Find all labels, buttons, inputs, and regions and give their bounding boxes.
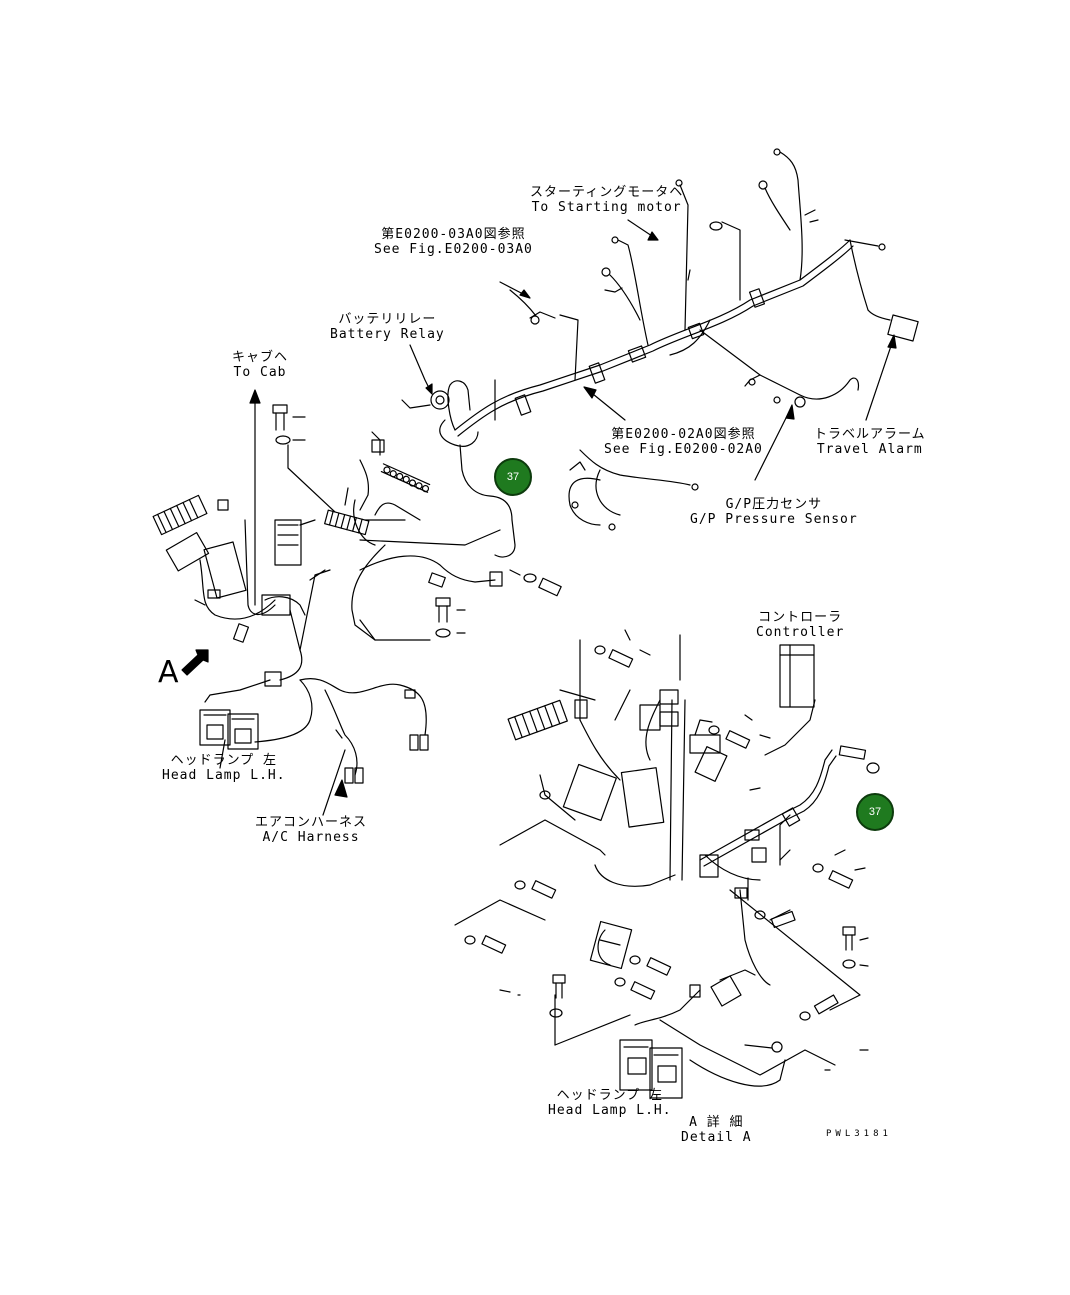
head-lamp-lh-label-upper-en: Head Lamp L.H. [162, 768, 286, 783]
ac-harness-label: エアコンハーネス A/C Harness [255, 815, 367, 845]
gp-pressure-sensor-label-en: G/P Pressure Sensor [690, 512, 858, 527]
travel-alarm-label: トラベルアラーム Travel Alarm [814, 427, 926, 457]
drawing-code: PWL3181 [826, 1129, 892, 1139]
detail-a-label-jp: A 詳 細 [689, 1115, 744, 1130]
ac-harness-label-en: A/C Harness [262, 830, 360, 845]
head-lamp-lh-label-detail-en: Head Lamp L.H. [548, 1103, 672, 1118]
starting-motor-label-jp: スターティングモータヘ [530, 185, 684, 200]
starting-motor-label-en: To Starting motor [531, 200, 682, 215]
starting-motor-label: スターティングモータヘ To Starting motor [530, 185, 683, 215]
to-cab-label-en: To Cab [233, 365, 287, 380]
fig-0300-reference-jp: 第E0200-03A0図参照 [381, 227, 526, 242]
detail-a-label-en: Detail A [681, 1130, 752, 1145]
ac-harness-label-jp: エアコンハーネス [255, 815, 368, 830]
fig-0200-reference: 第E0200-02A0図参照 See Fig.E0200-02A0 [604, 427, 763, 457]
detail-a-label: A 詳 細 Detail A [681, 1115, 752, 1145]
head-lamp-lh-label-detail: ヘッドランプ 左 Head Lamp L.H. [548, 1088, 672, 1118]
view-a-marker: A [158, 655, 179, 690]
battery-relay-label: バッテリリレー Battery Relay [330, 312, 445, 342]
controller-label: コントローラ Controller [756, 610, 844, 640]
head-lamp-lh-label-upper: ヘッドランプ 左 Head Lamp L.H. [162, 753, 286, 783]
main-harness-upper [401, 148, 919, 558]
to-cab-label: キャブヘ To Cab [232, 350, 288, 380]
fig-0300-reference-en: See Fig.E0200-03A0 [374, 242, 533, 257]
part-callout-37-upper[interactable]: 37 [494, 458, 532, 496]
fig-0200-reference-en: See Fig.E0200-02A0 [604, 442, 763, 457]
head-lamp-lh-label-upper-jp: ヘッドランプ 左 [170, 753, 277, 768]
travel-alarm-label-en: Travel Alarm [816, 442, 923, 457]
detail-a-assembly [454, 629, 880, 1099]
cab-harness-left [152, 389, 562, 816]
battery-relay-label-en: Battery Relay [330, 327, 445, 342]
travel-alarm-label-jp: トラベルアラーム [814, 427, 926, 442]
fig-0200-reference-jp: 第E0200-02A0図参照 [611, 427, 756, 442]
head-lamp-lh-label-detail-jp: ヘッドランプ 左 [556, 1088, 663, 1103]
label-leaders [409, 219, 897, 481]
fig-0300-reference: 第E0200-03A0図参照 See Fig.E0200-03A0 [374, 227, 533, 257]
gp-pressure-sensor-label: G/P圧力センサ G/P Pressure Sensor [690, 497, 858, 527]
controller-label-en: Controller [756, 625, 845, 640]
to-cab-label-jp: キャブヘ [232, 350, 289, 365]
controller-label-jp: コントローラ [758, 610, 843, 625]
battery-relay-label-jp: バッテリリレー [338, 312, 437, 327]
part-callout-37-detail[interactable]: 37 [856, 793, 894, 831]
gp-pressure-sensor-label-jp: G/P圧力センサ [725, 497, 823, 512]
